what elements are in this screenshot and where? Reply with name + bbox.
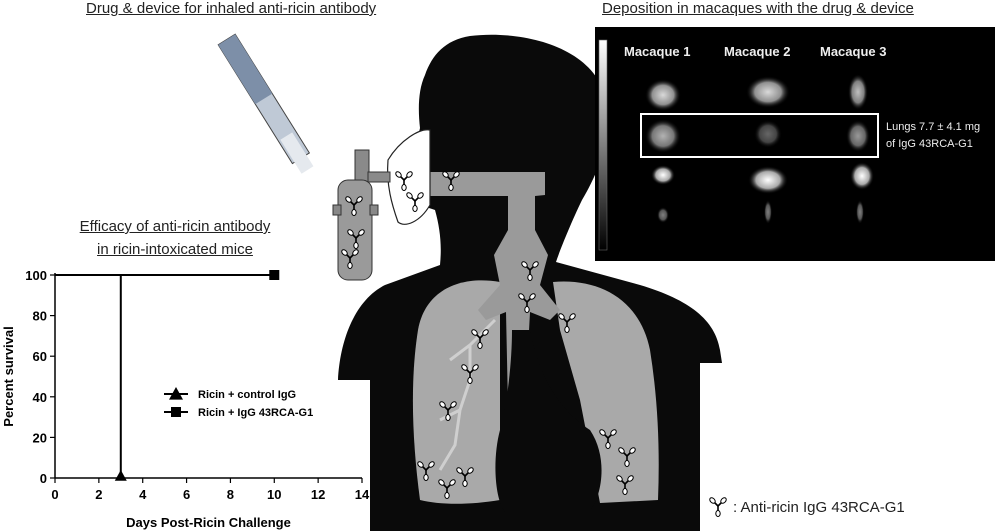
x-tick-label: 8 [227,487,234,502]
legend-label-1: Ricin + control IgG [198,389,296,401]
y-tick-label: 80 [33,309,47,324]
x-tick-label: 2 [95,487,102,502]
y-tick-label: 60 [33,349,47,364]
legend-label-2: Ricin + IgG 43RCA-G1 [198,407,313,419]
y-axis-title: Percent survival [1,326,16,426]
survival-series-line-1 [55,274,122,478]
x-axis-title: Days Post-Ricin Challenge [126,515,291,530]
y-tick-label: 20 [33,430,47,445]
macaque-1-label: Macaque 1 [624,44,691,59]
y-tick-label: 0 [40,471,47,486]
antibody-icon [707,497,729,517]
lung-deposition-label-line-1: Lungs 7.7 ± 4.1 mg [886,121,981,133]
survival-marker-control [114,470,127,481]
x-tick-label: 10 [267,487,281,502]
lung-deposition-label-line-2: of IgG 43RCA-G1 [886,138,973,150]
device-heading: Drug & device for inhaled anti-ricin ant… [86,0,377,17]
efficacy-heading-line-2: in ricin-intoxicated mice [97,241,253,258]
macaque-2-label: Macaque 2 [724,44,791,59]
x-tick-label: 0 [51,487,58,502]
x-tick-label: 4 [139,487,147,502]
y-tick-label: 40 [33,390,47,405]
x-tick-label: 6 [183,487,190,502]
x-tick-label: 14 [355,487,370,502]
antibody-legend: : Anti-ricin IgG 43RCA-G1 [707,497,905,517]
efficacy-heading-line-1: Efficacy of anti-ricin antibody [79,218,271,235]
deposition-scan [595,27,995,261]
survival-marker-treated [269,270,280,280]
antibody-legend-text: : Anti-ricin IgG 43RCA-G1 [733,498,905,516]
macaque-3-label: Macaque 3 [820,44,887,59]
y-tick-label: 100 [25,268,47,283]
deposition-heading: Deposition in macaques with the drug & d… [602,0,914,17]
x-tick-label: 12 [311,487,325,502]
